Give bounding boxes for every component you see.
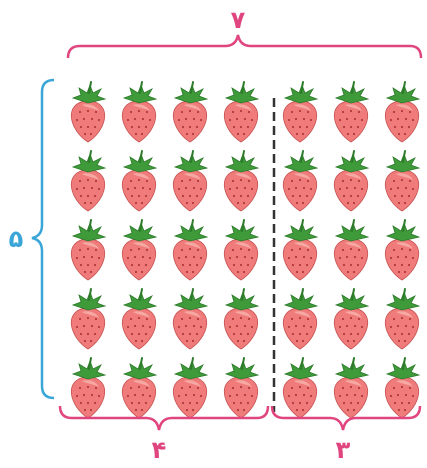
strawberry-icon (223, 288, 259, 350)
strawberry-icon (172, 81, 208, 143)
strawberry-icon (282, 219, 318, 281)
strawberry-icon (70, 288, 106, 350)
strawberry-icon (384, 150, 420, 212)
strawberry-icon (384, 219, 420, 281)
top-bracket (66, 34, 423, 59)
top-count-label: ۷ (231, 6, 246, 34)
strawberry-icon (121, 219, 157, 281)
strawberry-icon (70, 81, 106, 143)
strawberry-icon (70, 150, 106, 212)
strawberry-icon (282, 288, 318, 350)
strawberry-icon (172, 219, 208, 281)
strawberry-icon (70, 219, 106, 281)
strawberry-icon (333, 150, 369, 212)
strawberry-icon (172, 288, 208, 350)
strawberry-icon (384, 357, 420, 419)
bottom-left-count-label: ۴ (152, 436, 167, 464)
strawberry-grid (70, 81, 420, 419)
strawberry-icon (333, 219, 369, 281)
strawberry-icon (223, 150, 259, 212)
strawberry-icon (121, 81, 157, 143)
strawberry-icon (223, 357, 259, 419)
strawberry-icon (384, 288, 420, 350)
bottom-right-count-label: ۳ (336, 436, 351, 464)
strawberry-icon (333, 81, 369, 143)
strawberry-icon (282, 357, 318, 419)
left-bracket (31, 78, 55, 400)
strawberry-icon (223, 81, 259, 143)
strawberry-icon (282, 81, 318, 143)
strawberry-icon (121, 357, 157, 419)
strawberry-icon (333, 288, 369, 350)
strawberry-icon (121, 288, 157, 350)
bottom-right-bracket (270, 405, 422, 431)
strawberry-icon (223, 219, 259, 281)
strawberry-icon (121, 150, 157, 212)
left-count-label: ۵ (9, 225, 24, 253)
strawberry-icon (384, 81, 420, 143)
bottom-left-bracket (58, 405, 270, 431)
strawberry-icon (70, 357, 106, 419)
strawberry-icon (282, 150, 318, 212)
strawberry-icon (172, 150, 208, 212)
strawberry-icon (333, 357, 369, 419)
strawberry-icon (172, 357, 208, 419)
